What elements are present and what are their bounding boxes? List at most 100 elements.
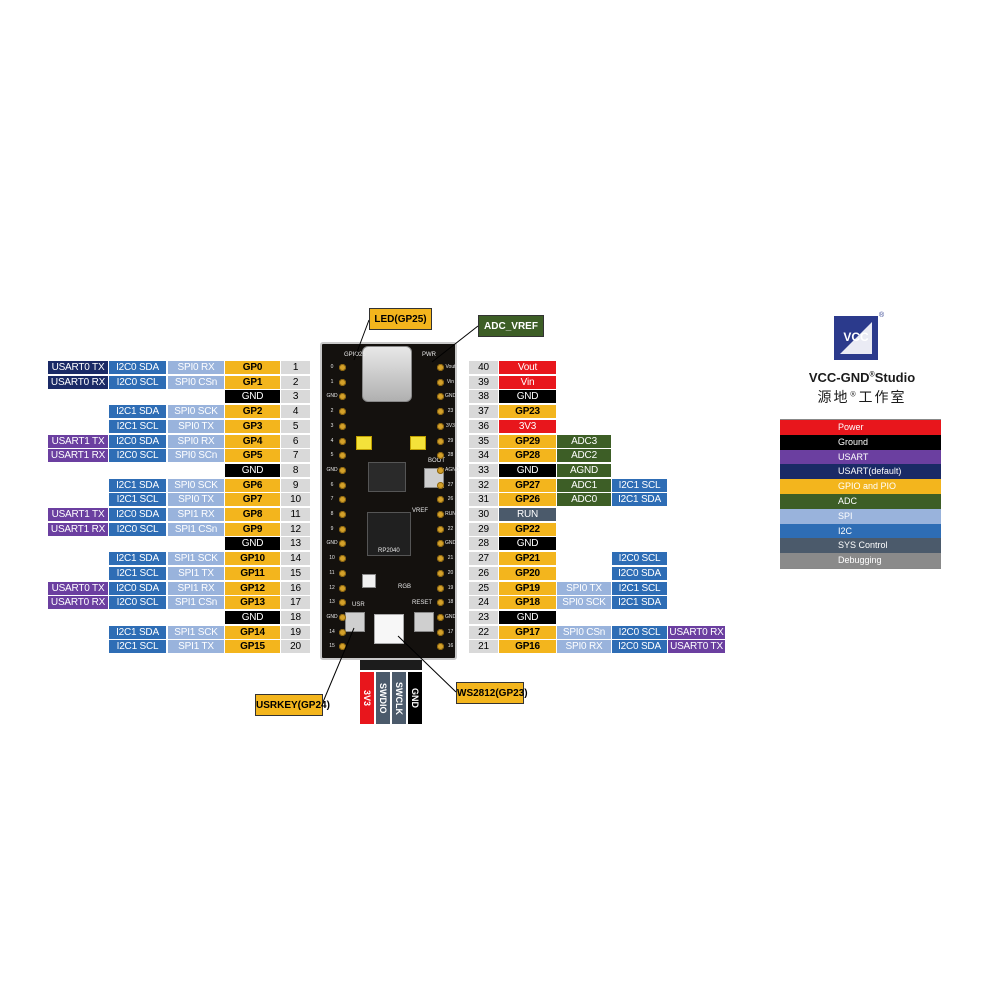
board-pad xyxy=(437,364,444,371)
right-func-adc2: ADC2 xyxy=(557,449,611,462)
leader-usrkey xyxy=(322,627,355,703)
left-func-spi1-sck: SPI1 SCK xyxy=(168,626,224,639)
left-pin-number: 14 xyxy=(281,552,310,565)
right-func-usart0-tx: USART0 TX xyxy=(668,640,725,653)
left-func-i2c1-sda: I2C1 SDA xyxy=(109,405,166,418)
left-func-i2c1-scl: I2C1 SCL xyxy=(109,493,166,506)
left-func-spi0-rx: SPI0 RX xyxy=(168,435,224,448)
swd-pin-gnd: GND xyxy=(408,672,422,724)
left-gp-label: GP15 xyxy=(225,640,280,653)
right-pin-number: 26 xyxy=(469,567,498,580)
right-func-i2c1-scl: I2C1 SCL xyxy=(612,582,667,595)
left-func-usart0-tx: USART0 TX xyxy=(48,361,108,374)
left-func-spi0-sck: SPI0 SCK xyxy=(168,405,224,418)
board-silk-left-pin: 7 xyxy=(330,496,334,502)
board-silk-right-pin: 17 xyxy=(447,629,454,635)
left-func-i2c1-scl: I2C1 SCL xyxy=(109,567,166,580)
left-gp-label: GP10 xyxy=(225,552,280,565)
right-pin-number: 31 xyxy=(469,493,498,506)
right-func-spi0-rx: SPI0 RX xyxy=(557,640,611,653)
board-silk-right-pin: 21 xyxy=(447,555,454,561)
left-gp-label: GP9 xyxy=(225,523,280,536)
left-func-usart0-tx: USART0 TX xyxy=(48,582,108,595)
board-silk-left-pin: 0 xyxy=(330,364,334,370)
legend-item: SYS Control xyxy=(780,538,941,554)
right-pin-number: 25 xyxy=(469,582,498,595)
legend-item: USART(default) xyxy=(780,464,941,480)
board-pad xyxy=(437,585,444,592)
left-func-i2c1-sda: I2C1 SDA xyxy=(109,626,166,639)
left-pin-number: 19 xyxy=(281,626,310,639)
right-pin-number: 21 xyxy=(469,640,498,653)
board-silk-right-pin: 20 xyxy=(447,570,454,576)
left-pin-number: 20 xyxy=(281,640,310,653)
left-func-i2c1-scl: I2C1 SCL xyxy=(109,640,166,653)
swd-pin-swclk: SWCLK xyxy=(392,672,406,724)
board-silk-right-pin: 29 xyxy=(447,438,454,444)
board-silk-right-pin: 28 xyxy=(447,452,454,458)
board-pad xyxy=(339,467,346,474)
left-gp-label: GND xyxy=(225,464,280,477)
board-pad xyxy=(339,482,346,489)
board-pad xyxy=(437,496,444,503)
left-func-spi0-tx: SPI0 TX xyxy=(168,493,224,506)
right-gp-label: GP27 xyxy=(499,479,556,492)
left-gp-label: GP6 xyxy=(225,479,280,492)
board-silk-left-pin: 4 xyxy=(330,438,334,444)
left-func-usart1-tx: USART1 TX xyxy=(48,435,108,448)
right-pin-number: 35 xyxy=(469,435,498,448)
silk-pwr: PWR xyxy=(422,352,436,358)
board-pad xyxy=(437,467,444,474)
board-silk-right-pin: 19 xyxy=(447,585,454,591)
board-silk-right-pin: 3V3 xyxy=(446,423,455,429)
brand-chinese-suffix: 工作室 xyxy=(858,390,907,406)
right-pin-number: 32 xyxy=(469,479,498,492)
board-pad xyxy=(339,496,346,503)
left-func-spi1-csn: SPI1 CSn xyxy=(168,596,224,609)
brand-registered: ® xyxy=(869,371,875,379)
swd-pin-swdio: SWDIO xyxy=(376,672,390,724)
right-func-adc3: ADC3 xyxy=(557,435,611,448)
board-pad xyxy=(339,364,346,371)
left-gp-label: GND xyxy=(225,537,280,550)
left-gp-label: GP2 xyxy=(225,405,280,418)
left-func-usart0-rx: USART0 RX xyxy=(48,376,108,389)
left-gp-label: GP7 xyxy=(225,493,280,506)
right-pin-number: 39 xyxy=(469,376,498,389)
left-pin-number: 6 xyxy=(281,435,310,448)
leader-ws2812 xyxy=(397,635,457,693)
right-func-adc1: ADC1 xyxy=(557,479,611,492)
right-func-i2c0-sda: I2C0 SDA xyxy=(612,640,667,653)
legend-item: Debugging xyxy=(780,553,941,569)
right-func-usart0-rx: USART0 RX xyxy=(668,626,725,639)
board-pad xyxy=(437,555,444,562)
brand-chinese-registered: ® xyxy=(849,390,859,399)
left-func-spi0-scn: SPI0 SCn xyxy=(168,449,224,462)
board-silk-left-pin: GND xyxy=(326,540,338,546)
board-pad xyxy=(437,423,444,430)
board-silk-left-pin: 11 xyxy=(329,570,335,576)
board-pad xyxy=(437,379,444,386)
board-pad xyxy=(339,540,346,547)
board-silk-left-pin: GND xyxy=(326,614,338,620)
usr-key-button[interactable] xyxy=(345,612,365,632)
left-pin-number: 10 xyxy=(281,493,310,506)
left-func-spi1-rx: SPI1 RX xyxy=(168,508,224,521)
left-pin-number: 16 xyxy=(281,582,310,595)
right-gp-label: GP18 xyxy=(499,596,556,609)
left-gp-label: GP5 xyxy=(225,449,280,462)
left-gp-label: GND xyxy=(225,390,280,403)
right-gp-label: 3V3 xyxy=(499,420,556,433)
right-gp-label: GND xyxy=(499,464,556,477)
brand-name: VCC-GND®Studio xyxy=(778,370,946,385)
right-pin-number: 34 xyxy=(469,449,498,462)
board-silk-right-pin: 16 xyxy=(447,643,454,649)
board-pad xyxy=(339,452,346,459)
rgb-led-small xyxy=(362,574,376,588)
left-func-i2c0-sda: I2C0 SDA xyxy=(109,361,166,374)
reset-button[interactable] xyxy=(414,612,434,632)
callout-ws2812: WS2812(GP23) xyxy=(456,682,528,704)
legend-item: USART xyxy=(780,449,941,465)
right-pin-number: 38 xyxy=(469,390,498,403)
left-pin-number: 3 xyxy=(281,390,310,403)
